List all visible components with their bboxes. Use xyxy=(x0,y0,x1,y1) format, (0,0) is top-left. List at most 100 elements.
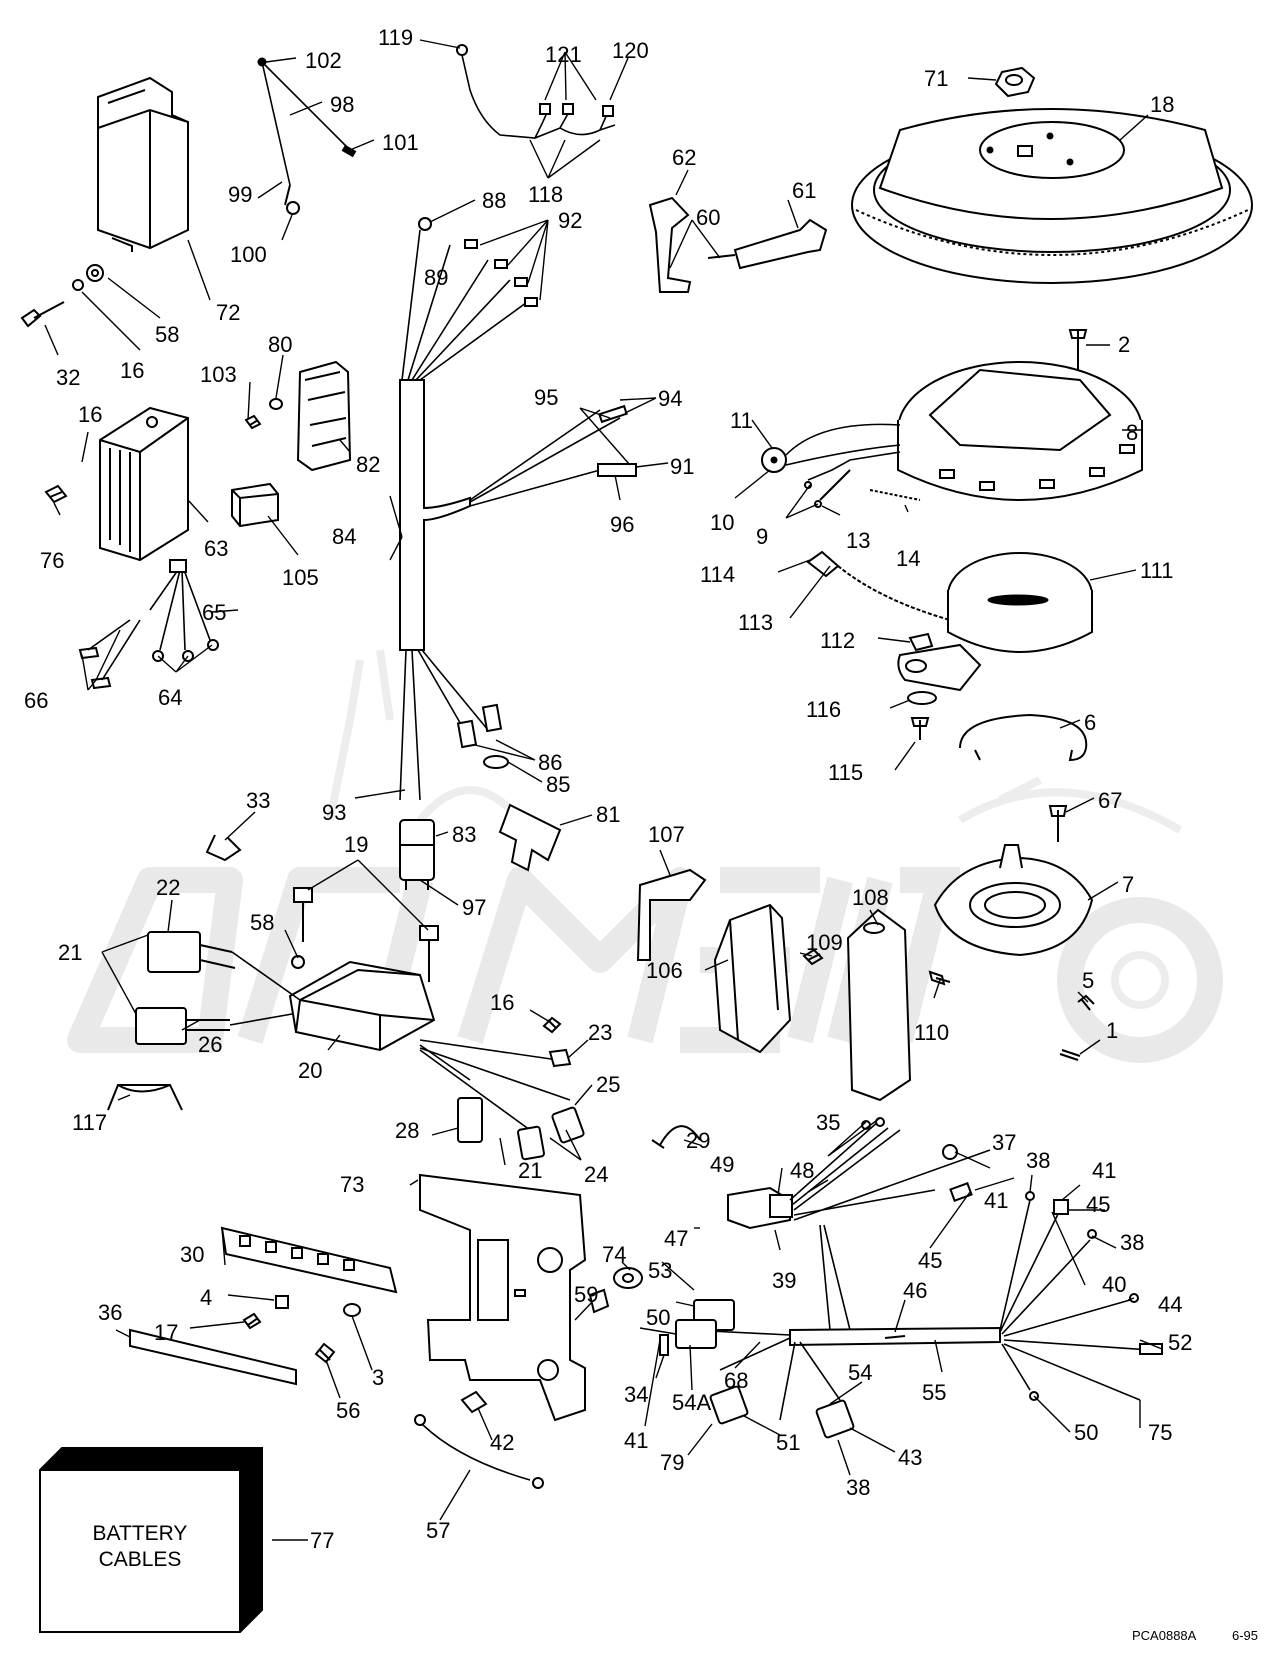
callout: 39 xyxy=(772,1268,796,1293)
stator-leads-part xyxy=(761,423,921,508)
callout: 57 xyxy=(426,1518,450,1543)
callout: 20 xyxy=(298,1058,322,1083)
callout: 63 xyxy=(204,536,228,561)
callout-labels: 119 121 120 102 98 101 118 71 18 62 61 6… xyxy=(24,25,1192,1553)
callout: 40 xyxy=(1102,1272,1126,1297)
callout: 72 xyxy=(216,300,240,325)
callout: 42 xyxy=(490,1430,514,1455)
callout: 59 xyxy=(574,1282,598,1307)
ignition-coil-part xyxy=(135,931,436,1052)
jumper-harness-part xyxy=(456,44,616,139)
callout: 54A xyxy=(672,1390,711,1415)
callout: 99 xyxy=(228,182,252,207)
callout: 32 xyxy=(56,365,80,390)
callout: 58 xyxy=(250,910,274,935)
callout: 61 xyxy=(792,178,816,203)
callout: 56 xyxy=(336,1398,360,1423)
callout: 55 xyxy=(922,1380,946,1405)
callout: 28 xyxy=(395,1118,419,1143)
relay-part xyxy=(231,360,352,528)
callout: 84 xyxy=(332,524,356,549)
callout: 54 xyxy=(848,1360,872,1385)
callout: 46 xyxy=(903,1278,927,1303)
callout: 73 xyxy=(340,1172,364,1197)
callout: 23 xyxy=(588,1020,612,1045)
mounting-bolt-part xyxy=(291,887,439,982)
callout: 121 xyxy=(545,42,582,67)
callout: 85 xyxy=(546,772,570,797)
callout: 5 xyxy=(1082,968,1094,993)
callout: 47 xyxy=(664,1226,688,1251)
battery-cables-box: BATTERY CABLES xyxy=(38,1446,264,1634)
retaining-ring-part xyxy=(933,713,1094,957)
callout: 86 xyxy=(538,750,562,775)
callout: 19 xyxy=(344,832,368,857)
callout: 97 xyxy=(462,895,486,920)
callout: 88 xyxy=(482,188,506,213)
callout: 96 xyxy=(610,512,634,537)
grommet-part xyxy=(588,1267,643,1314)
callout: 53 xyxy=(648,1258,672,1283)
callout: 26 xyxy=(198,1032,222,1057)
callout: 114 xyxy=(700,562,735,587)
terminal-block-part xyxy=(129,1226,398,1386)
callout: 106 xyxy=(646,958,683,983)
small-hardware-part xyxy=(1059,994,1095,1061)
callout: 93 xyxy=(322,800,346,825)
callout: 6 xyxy=(1084,710,1096,735)
trigger-coil-part xyxy=(806,550,1093,740)
main-harness-part xyxy=(399,217,637,801)
watermark xyxy=(67,649,1223,1063)
callout: 21 xyxy=(58,940,82,965)
callout: 10 xyxy=(710,510,734,535)
callout: 36 xyxy=(98,1300,122,1325)
callout: 111 xyxy=(1140,558,1173,583)
callout: 35 xyxy=(816,1110,840,1135)
callout: 103 xyxy=(200,362,237,387)
callout: 92 xyxy=(558,208,582,233)
figure-code: PCA0888A xyxy=(1132,1628,1197,1643)
callout: 79 xyxy=(660,1450,684,1475)
callout: 80 xyxy=(268,332,292,357)
callout: 43 xyxy=(898,1445,922,1470)
callout: 120 xyxy=(612,38,649,63)
spring-clip-part xyxy=(107,1084,183,1111)
callout: 49 xyxy=(710,1152,734,1177)
callout: 22 xyxy=(156,875,180,900)
callout: 112 xyxy=(820,628,855,653)
callout: 108 xyxy=(852,885,889,910)
callout: 21 xyxy=(518,1158,542,1183)
engine-harness-part xyxy=(659,1117,1163,1439)
callout: 83 xyxy=(452,822,476,847)
spark-plug-lead-part xyxy=(648,196,828,293)
stator-part xyxy=(897,329,1143,501)
ground-strap-part xyxy=(414,1390,544,1489)
callout: 16 xyxy=(120,358,144,383)
callout: 113 xyxy=(738,610,773,635)
callout: 67 xyxy=(1098,788,1122,813)
callout: 9 xyxy=(756,524,768,549)
mounting-plate-part xyxy=(419,1173,587,1422)
callout: 119 xyxy=(378,25,413,50)
callout: 77 xyxy=(310,1528,334,1553)
callout: 8 xyxy=(1126,420,1138,445)
callout: 95 xyxy=(534,385,558,410)
callout: 37 xyxy=(992,1130,1016,1155)
callout: 101 xyxy=(382,130,419,155)
callout: 105 xyxy=(282,565,319,590)
callout: 16 xyxy=(490,990,514,1015)
callout: 11 xyxy=(730,408,753,433)
callout: 29 xyxy=(686,1128,710,1153)
rectifier-part xyxy=(44,406,219,690)
leader-lines xyxy=(44,39,1163,1541)
callout: 38 xyxy=(1120,1230,1144,1255)
coil-leads-part xyxy=(419,1016,585,1161)
wire-clip-part xyxy=(205,834,242,862)
callout: 58 xyxy=(155,322,179,347)
callout: 34 xyxy=(624,1382,648,1407)
callout: 41 xyxy=(1092,1158,1116,1183)
callout: 45 xyxy=(1086,1192,1110,1217)
callout: 38 xyxy=(1026,1148,1050,1173)
callout: 50 xyxy=(646,1305,670,1330)
